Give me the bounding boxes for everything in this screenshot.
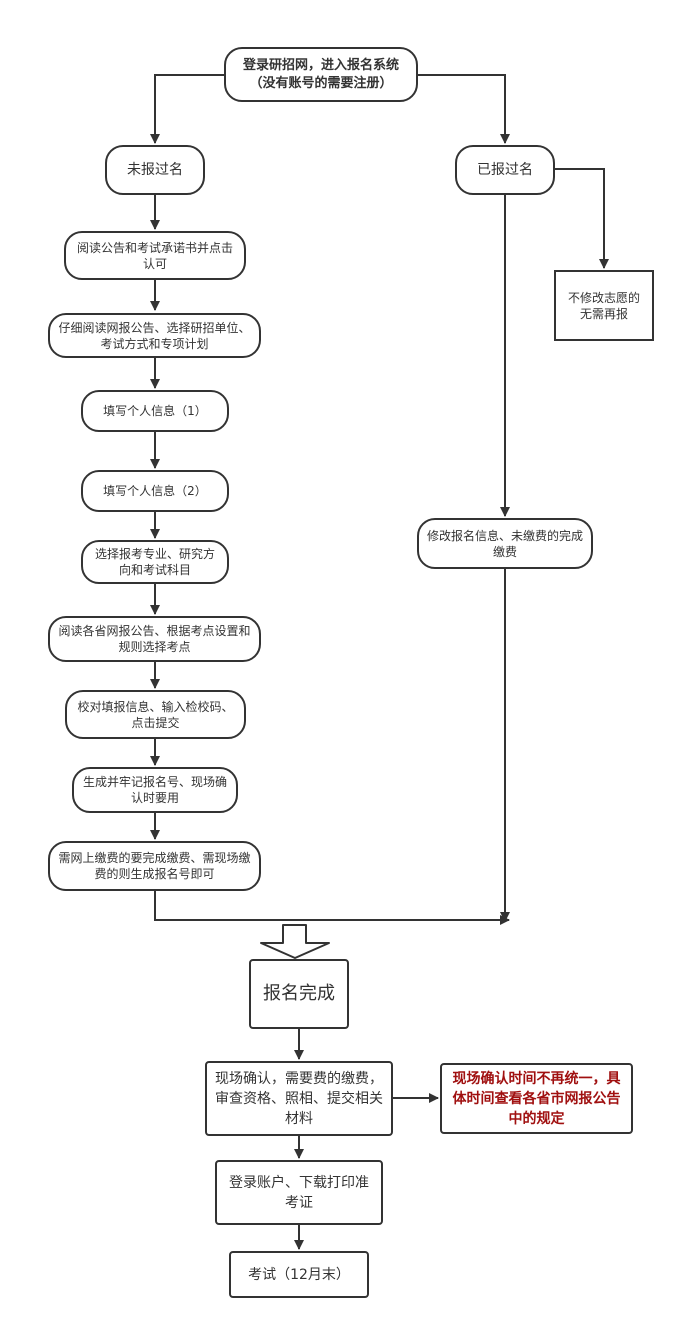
- left-step-2: 仔细阅读网报公告、选择研招单位、考试方式和专项计划: [48, 313, 261, 358]
- arrow-start-to-right: [416, 74, 510, 144]
- modify-node: 修改报名信息、未缴费的完成缴费: [417, 518, 593, 569]
- left-step-7: 校对填报信息、输入检校码、点击提交: [65, 690, 246, 739]
- left-step-4: 填写个人信息（2）: [81, 470, 229, 512]
- left-branch-title: 未报过名: [105, 145, 205, 195]
- left-step-6: 阅读各省网报公告、根据考点设置和规则选择考点: [48, 616, 261, 662]
- arrow-right-no-change: [555, 168, 609, 269]
- exam-node: 考试（12月末）: [229, 1251, 369, 1298]
- left-step-1: 阅读公告和考试承诺书并点击认可: [64, 231, 246, 280]
- right-branch-title: 已报过名: [455, 145, 555, 195]
- note-node: 现场确认时间不再统一，具体时间查看各省市网报公告中的规定: [440, 1063, 633, 1134]
- download-node: 登录账户、下载打印准考证: [215, 1160, 383, 1225]
- left-step-8: 生成并牢记报名号、现场确认时要用: [72, 767, 238, 813]
- left-step-3: 填写个人信息（1）: [81, 390, 229, 432]
- left-step-5: 选择报考专业、研究方向和考试科目: [81, 540, 229, 584]
- confirm-node: 现场确认，需要费的缴费，审查资格、照相、提交相关材料: [205, 1061, 393, 1136]
- no-change-node: 不修改志愿的无需再报: [554, 270, 654, 341]
- left-step-9: 需网上缴费的要完成缴费、需现场缴费的则生成报名号即可: [48, 841, 261, 891]
- arrow-left-merge: [154, 891, 510, 925]
- arrow-start-to-left: [150, 74, 226, 144]
- complete-node: 报名完成: [249, 959, 349, 1029]
- hollow-arrow: [260, 924, 330, 959]
- start-text: 登录研招网，进入报名系统（没有账号的需要注册）: [242, 57, 399, 91]
- start-node: 登录研招网，进入报名系统（没有账号的需要注册）: [224, 47, 418, 102]
